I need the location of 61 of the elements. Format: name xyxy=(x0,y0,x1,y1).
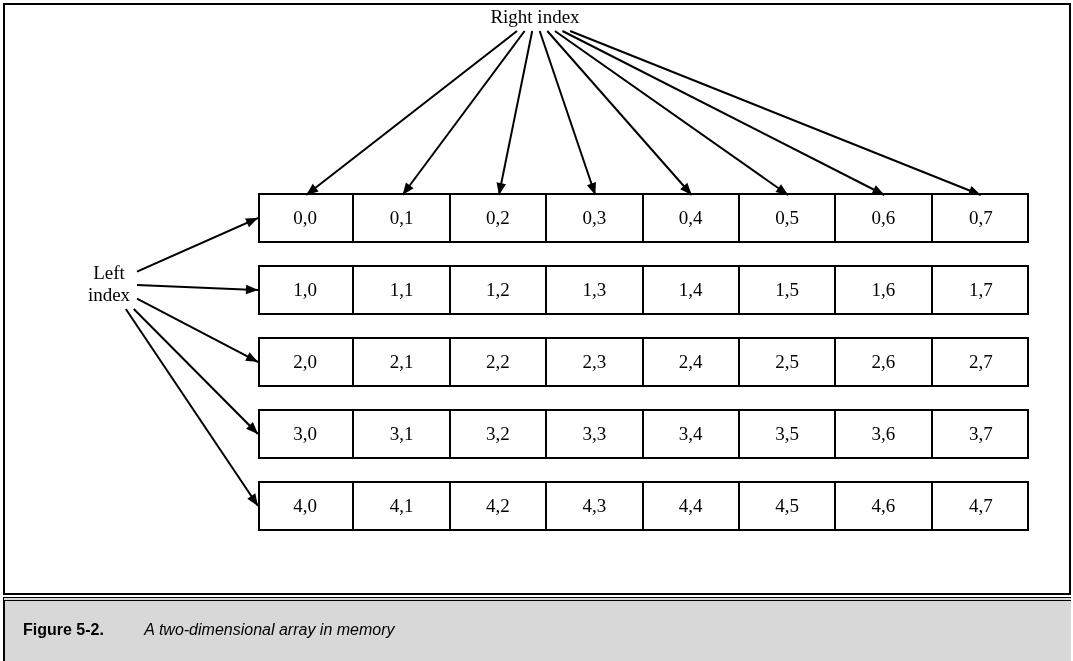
arrow xyxy=(124,308,259,507)
array-cell: 2,4 xyxy=(643,339,740,385)
index-label: Right index xyxy=(460,6,610,28)
array-cell: 0,0 xyxy=(258,195,355,241)
array-cell: 0,5 xyxy=(739,195,837,241)
array-cell: 0,7 xyxy=(932,195,1029,241)
arrow xyxy=(305,30,518,196)
array-cell: 1,2 xyxy=(450,267,548,313)
arrow xyxy=(136,297,259,363)
array-cell: 3,5 xyxy=(739,411,837,457)
array-cell: 3,6 xyxy=(836,411,933,457)
array-cell: 1,1 xyxy=(354,267,451,313)
array-cell: 4,7 xyxy=(932,483,1029,529)
array-cell: 0,6 xyxy=(836,195,933,241)
array-row xyxy=(258,193,1029,243)
array-cell: 3,2 xyxy=(450,411,548,457)
array-cell: 1,5 xyxy=(739,267,837,313)
array-cell: 1,7 xyxy=(932,267,1029,313)
array-cell: 4,1 xyxy=(354,483,451,529)
figure-caption: Figure 5-2. A two-dimensional array in memory xyxy=(23,621,395,639)
arrow xyxy=(546,30,693,196)
arrow xyxy=(136,284,259,295)
array-cell: 3,4 xyxy=(643,411,740,457)
array-cell: 3,0 xyxy=(258,411,355,457)
array-row xyxy=(258,409,1029,459)
array-cell: 2,2 xyxy=(450,339,548,385)
array-cell: 0,2 xyxy=(450,195,548,241)
array-cell: 3,3 xyxy=(547,411,644,457)
array-cell: 1,4 xyxy=(643,267,740,313)
array-cell: 4,4 xyxy=(643,483,740,529)
array-cell: 2,7 xyxy=(932,339,1029,385)
arrow xyxy=(136,217,259,273)
array-cell: 4,2 xyxy=(450,483,548,529)
array-row xyxy=(258,337,1029,387)
array-cell: 1,3 xyxy=(547,267,644,313)
arrow xyxy=(401,30,526,196)
array-cell: 2,3 xyxy=(547,339,644,385)
arrow xyxy=(561,30,886,196)
array-cell: 2,1 xyxy=(354,339,451,385)
array-cell: 2,6 xyxy=(836,339,933,385)
arrow xyxy=(496,30,534,196)
array-cell: 3,1 xyxy=(354,411,451,457)
array-row xyxy=(258,265,1029,315)
array-cell: 3,7 xyxy=(932,411,1029,457)
array-cell: 4,6 xyxy=(836,483,933,529)
arrow xyxy=(132,308,259,435)
array-cell: 0,4 xyxy=(643,195,740,241)
arrow xyxy=(569,30,982,196)
array-cell: 1,6 xyxy=(836,267,933,313)
array-cell: 4,5 xyxy=(739,483,837,529)
arrow xyxy=(553,30,790,196)
array-cell: 4,3 xyxy=(547,483,644,529)
array-cell: 1,0 xyxy=(258,267,355,313)
array-cell: 0,3 xyxy=(547,195,644,241)
array-row xyxy=(258,481,1029,531)
array-cell: 0,1 xyxy=(354,195,451,241)
array-cell: 2,5 xyxy=(739,339,837,385)
index-label: Left index xyxy=(84,262,134,306)
arrow xyxy=(538,30,597,196)
array-cell: 4,0 xyxy=(258,483,355,529)
array-cell: 2,0 xyxy=(258,339,355,385)
